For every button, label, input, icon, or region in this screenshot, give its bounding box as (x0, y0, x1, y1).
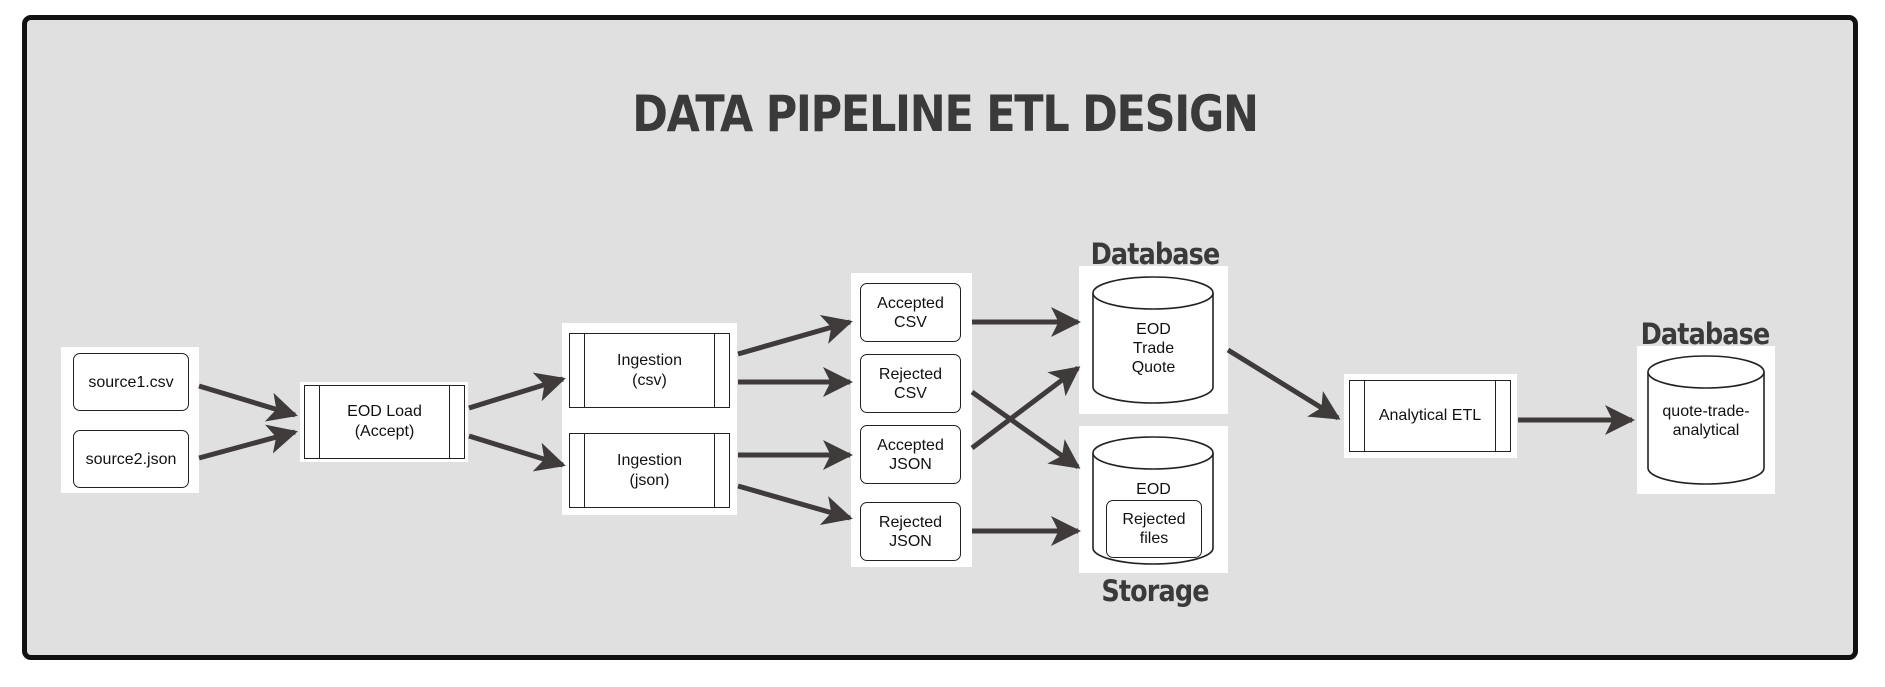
process-bar-left (584, 434, 585, 507)
accepted-csv-node[interactable]: Accepted CSV (860, 283, 961, 342)
ingestion-csv-label: Ingestion (csv) (617, 351, 682, 389)
database-tag-right: Database (1640, 317, 1771, 351)
accepted-json-node[interactable]: Accepted JSON (860, 425, 961, 484)
database-cylinder-icon[interactable] (1079, 266, 1228, 414)
rejected-csv-node[interactable]: Rejected CSV (860, 354, 961, 413)
rejected-files-node[interactable]: Rejected files (1106, 500, 1202, 558)
ingestion-csv-process[interactable]: Ingestion (csv) (569, 333, 730, 408)
analytical-etl-panel: Analytical ETL (1344, 374, 1517, 458)
database-tag-top: Database (1090, 237, 1221, 271)
process-bar-right (1495, 381, 1496, 451)
process-bar-left (584, 334, 585, 407)
outputs-panel: Accepted CSV Rejected CSV Accepted JSON … (851, 273, 972, 567)
analytical-etl-process[interactable]: Analytical ETL (1349, 380, 1511, 452)
source-csv-node[interactable]: source1.csv (73, 353, 189, 411)
eod-load-label: EOD Load (Accept) (347, 403, 422, 440)
final-database-panel: quote-trade- analytical (1637, 346, 1775, 494)
db-final-label: quote-trade- analytical (1662, 403, 1750, 439)
analytical-etl-label: Analytical ETL (1378, 407, 1482, 424)
ingestion-json-label: Ingestion (json) (617, 451, 682, 489)
eod-load-process[interactable]: EOD Load (Accept) (304, 385, 465, 459)
process-bar-left (1364, 381, 1365, 451)
rejected-json-node[interactable]: Rejected JSON (860, 502, 961, 561)
process-bar-left (319, 386, 320, 458)
process-bar-right (714, 334, 715, 407)
diagram-title: DATA PIPELINE ETL DESIGN (632, 85, 1259, 143)
ingestion-json-process[interactable]: Ingestion (json) (569, 433, 730, 508)
storage-tag: Storage (1101, 574, 1209, 608)
final-database-cylinder-icon[interactable] (1637, 346, 1775, 494)
storage-panel: EOD Rejected files (1079, 426, 1228, 573)
sources-panel: source1.csv source2.json (61, 347, 199, 493)
eod-load-panel: EOD Load (Accept) (300, 382, 468, 462)
process-bar-right (449, 386, 450, 458)
database-panel: EOD Trade Quote (1079, 266, 1228, 414)
storage-eod-label: EOD (1136, 481, 1171, 498)
ingestion-panel: Ingestion (csv) Ingestion (json) (562, 323, 737, 515)
db-eod-label: EOD Trade Quote (1131, 321, 1176, 376)
process-bar-right (714, 434, 715, 507)
source-json-node[interactable]: source2.json (73, 430, 189, 488)
